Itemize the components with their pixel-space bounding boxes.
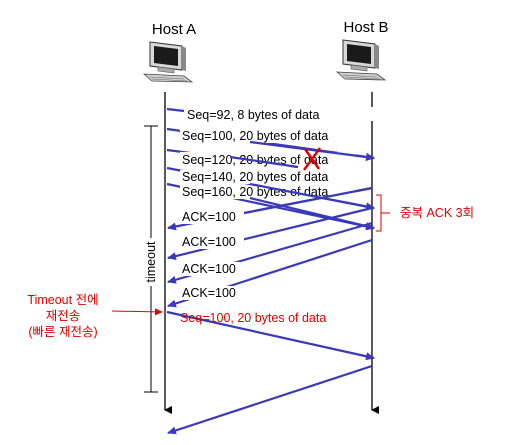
ack-arrow (167, 206, 373, 260)
fast-retransmit-pointer (111, 308, 163, 316)
desktop-computer-icon (335, 39, 387, 81)
fast-retransmit-note-line1: Timeout 전에 (27, 293, 98, 307)
ack-label: ACK=100 (182, 286, 236, 300)
dup-ack-note: 중복 ACK 3회 (400, 206, 474, 220)
segment-label: Seq=140, 20 bytes of data (182, 170, 328, 184)
segment-label: Seq=160, 20 bytes of data (182, 185, 328, 199)
ack-label: ACK=100 (182, 262, 236, 276)
segment-label: Seq=100, 20 bytes of data (182, 129, 328, 143)
timeout-label: timeout (144, 241, 158, 283)
ack-label: ACK=100 (182, 210, 236, 224)
desktop-computer-icon (142, 41, 194, 83)
segment-arrow-overlay (249, 182, 375, 211)
retransmit-arrow (166, 310, 375, 361)
timeout-interval: timeout (143, 125, 159, 393)
fast-retransmit-note-line3: (빠른 재전송) (28, 325, 97, 339)
retransmit-label: Seq=100, 20 bytes of data (180, 311, 326, 325)
segment-label: Seq=92, 8 bytes of data (187, 108, 319, 122)
x-mark-icon (303, 147, 321, 171)
segment-arrow (166, 107, 185, 113)
ack-label: ACK=100 (182, 235, 236, 249)
dup-ack-bracket (376, 194, 390, 232)
fast-retransmit-note-line2: 재전송 (46, 309, 81, 323)
segment-arrow-overlay (229, 155, 299, 169)
ack-arrow-overlay (243, 186, 373, 215)
host-b-label: Host B (343, 19, 388, 36)
host-a-label: Host A (152, 21, 196, 38)
segment-arrow-overlay (249, 140, 375, 161)
retransmit-ack-arrow (167, 364, 373, 435)
segment-arrow-overlay (249, 196, 375, 231)
